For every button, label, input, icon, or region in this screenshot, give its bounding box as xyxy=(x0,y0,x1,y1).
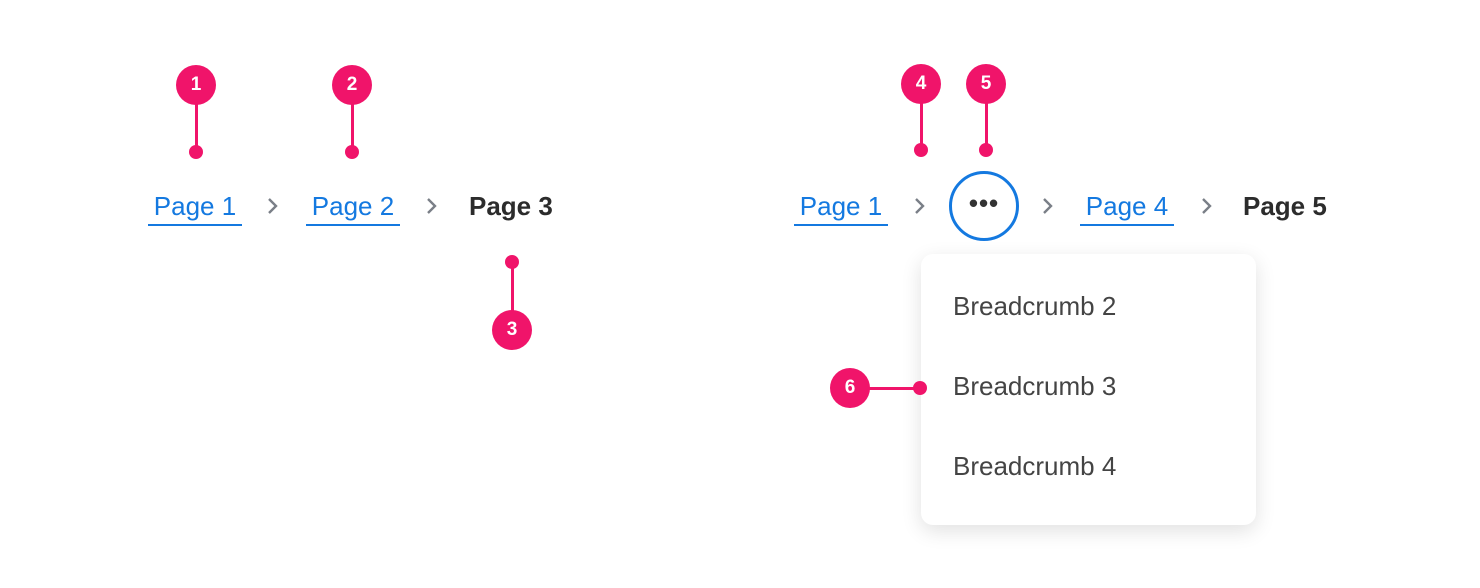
marker-badge: 3 xyxy=(492,310,532,350)
chevron-right-icon xyxy=(1202,198,1212,214)
chevron-right-icon xyxy=(1043,198,1053,214)
chevron-right-icon xyxy=(427,198,437,214)
breadcrumb-current-page: Page 5 xyxy=(1243,191,1327,221)
breadcrumb-link-page-2[interactable]: Page 2 xyxy=(306,188,400,226)
menu-item-breadcrumb-2[interactable]: Breadcrumb 2 xyxy=(953,291,1117,321)
marker-badge: 2 xyxy=(332,65,372,105)
more-horizontal-icon: ••• xyxy=(968,188,1000,218)
breadcrumb-link-page-1[interactable]: Page 1 xyxy=(794,188,888,226)
overflow-menu-button[interactable]: ••• xyxy=(949,171,1019,241)
chevron-right-icon xyxy=(268,198,278,214)
marker-badge: 1 xyxy=(176,65,216,105)
marker-badge: 4 xyxy=(901,64,941,104)
menu-item-breadcrumb-3[interactable]: Breadcrumb 3 xyxy=(953,371,1117,401)
overflow-dropdown-menu: Breadcrumb 2 Breadcrumb 3 Breadcrumb 4 xyxy=(921,254,1256,525)
breadcrumb-current-page: Page 3 xyxy=(469,191,553,221)
chevron-right-icon xyxy=(915,198,925,214)
breadcrumb-link-page-1[interactable]: Page 1 xyxy=(148,188,242,226)
breadcrumb-link-page-4[interactable]: Page 4 xyxy=(1080,188,1174,226)
menu-item-breadcrumb-4[interactable]: Breadcrumb 4 xyxy=(953,451,1117,481)
marker-badge: 6 xyxy=(830,368,870,408)
marker-badge: 5 xyxy=(966,64,1006,104)
